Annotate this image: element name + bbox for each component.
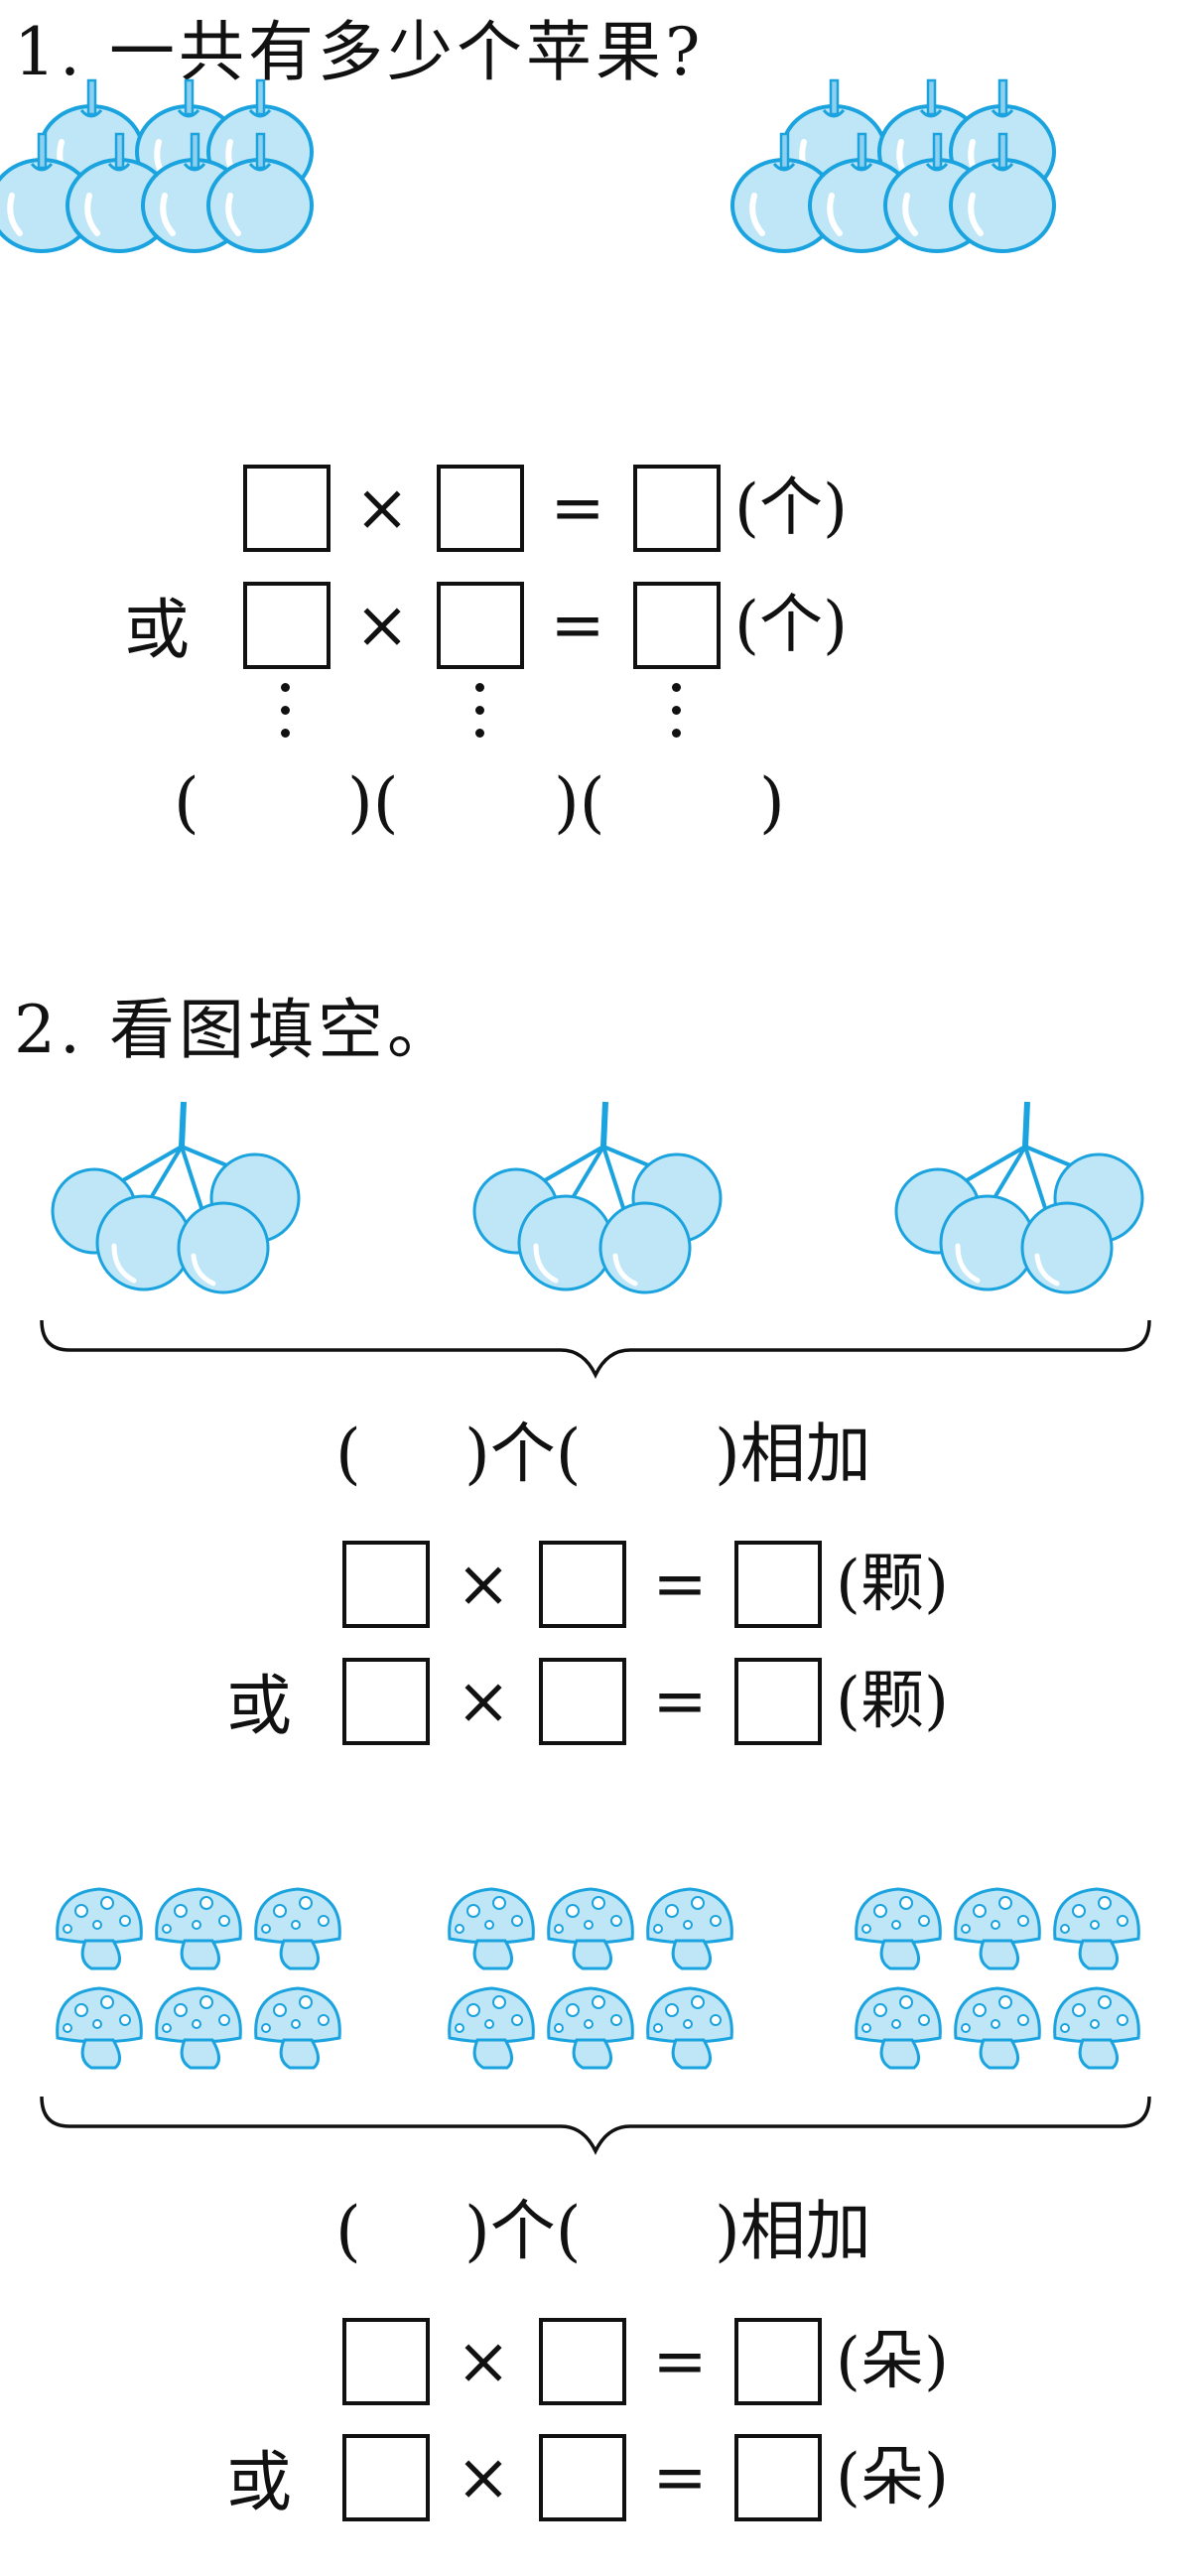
q1-eq2-factor-a-box[interactable] bbox=[243, 582, 331, 669]
cherry-fill-mid: )个( bbox=[464, 1416, 582, 1492]
cherry-fill-blank-2[interactable] bbox=[625, 1415, 720, 1494]
q1-eq2-times: × bbox=[354, 587, 410, 663]
mushroom-eq2-product-box[interactable] bbox=[734, 2434, 822, 2521]
apple-group-left bbox=[0, 94, 288, 273]
q1-blank-sep-1: )( bbox=[347, 764, 399, 841]
q1-eq2-unit: (个) bbox=[734, 589, 848, 662]
mushroom-group-1 bbox=[56, 1887, 341, 2070]
cherry-eq2-times: × bbox=[456, 1663, 511, 1739]
mushroom-eq1-equals: = bbox=[652, 2323, 708, 2399]
q1-blank-open-1: ( bbox=[174, 764, 199, 841]
cherry-brace bbox=[40, 1319, 1151, 1380]
cherry-eq2-factor-b-box[interactable] bbox=[539, 1658, 626, 1745]
cherry-eq1-unit: (颗) bbox=[836, 1548, 949, 1621]
q1-eq2-equals: = bbox=[550, 587, 605, 663]
cherry-cluster-3 bbox=[888, 1097, 1166, 1295]
cherry-fill-open: ( bbox=[335, 1416, 361, 1492]
cherry-eq1-times: × bbox=[456, 1546, 511, 1622]
mushroom-or-label: 或 bbox=[226, 2444, 292, 2520]
mushroom-eq2-factor-a-box[interactable] bbox=[342, 2434, 430, 2521]
mushroom-fill-blank-1[interactable] bbox=[365, 2192, 464, 2271]
q1-blank-close-3: ) bbox=[759, 764, 785, 841]
mushroom-eq2-factor-b-box[interactable] bbox=[539, 2434, 626, 2521]
mushroom-fill-end: )相加 bbox=[715, 2193, 871, 2269]
q1-eq1-unit: (个) bbox=[734, 472, 848, 545]
q1-blank-sep-2: )( bbox=[554, 764, 605, 841]
cherry-eq2-unit: (颗) bbox=[836, 1665, 949, 1738]
mushroom-fill-open: ( bbox=[335, 2193, 361, 2269]
cherry-or-label: 或 bbox=[226, 1668, 292, 1744]
cherry-fill-end: )相加 bbox=[715, 1416, 871, 1492]
mushroom-eq2-unit: (朵) bbox=[836, 2441, 949, 2514]
q1-or-label: 或 bbox=[124, 592, 190, 668]
mushroom-eq1-factor-a-box[interactable] bbox=[342, 2318, 430, 2405]
q1-title: 1. 一共有多少个苹果? bbox=[14, 14, 705, 90]
cherry-eq2-equals: = bbox=[652, 1663, 708, 1739]
mushroom-eq1-unit: (朵) bbox=[836, 2325, 949, 2398]
q1-eq2-factor-b-box[interactable] bbox=[437, 582, 524, 669]
mushroom-group-2 bbox=[448, 1887, 733, 2070]
q1-eq1-equals: = bbox=[550, 470, 605, 546]
q1-blank-2[interactable] bbox=[417, 764, 546, 844]
q1-eq1-product-box[interactable] bbox=[633, 465, 721, 552]
cherry-eq1-equals: = bbox=[652, 1546, 708, 1622]
cherry-eq2-product-box[interactable] bbox=[734, 1658, 822, 1745]
mushroom-eq2-equals: = bbox=[652, 2439, 708, 2515]
cherry-cluster-1 bbox=[45, 1097, 323, 1295]
mushroom-eq1-times: × bbox=[456, 2323, 511, 2399]
q2-title: 2. 看图填空。 bbox=[14, 992, 457, 1068]
apple-group-right bbox=[742, 94, 1030, 273]
mushroom-brace bbox=[40, 2096, 1151, 2156]
cherry-eq1-factor-b-box[interactable] bbox=[539, 1541, 626, 1628]
q1-blank-3[interactable] bbox=[623, 764, 752, 844]
q1-ellipsis-dots-3 bbox=[672, 683, 682, 751]
cherry-cluster-2 bbox=[466, 1097, 744, 1295]
cherry-eq1-factor-a-box[interactable] bbox=[342, 1541, 430, 1628]
mushroom-eq2-times: × bbox=[456, 2439, 511, 2515]
q1-eq2-product-box[interactable] bbox=[633, 582, 721, 669]
q1-blank-1[interactable] bbox=[203, 764, 332, 844]
cherry-fill-blank-1[interactable] bbox=[365, 1415, 464, 1494]
mushroom-fill-mid: )个( bbox=[464, 2193, 582, 2269]
cherry-eq1-product-box[interactable] bbox=[734, 1541, 822, 1628]
mushroom-eq1-product-box[interactable] bbox=[734, 2318, 822, 2405]
q1-eq1-factor-a-box[interactable] bbox=[243, 465, 331, 552]
cherry-eq2-factor-a-box[interactable] bbox=[342, 1658, 430, 1745]
q1-ellipsis-dots-2 bbox=[475, 683, 485, 751]
q1-ellipsis-dots-1 bbox=[281, 683, 291, 751]
mushroom-eq1-factor-b-box[interactable] bbox=[539, 2318, 626, 2405]
q1-eq1-factor-b-box[interactable] bbox=[437, 465, 524, 552]
q1-eq1-times: × bbox=[354, 470, 410, 546]
mushroom-fill-blank-2[interactable] bbox=[625, 2192, 720, 2271]
mushroom-group-3 bbox=[855, 1887, 1140, 2070]
